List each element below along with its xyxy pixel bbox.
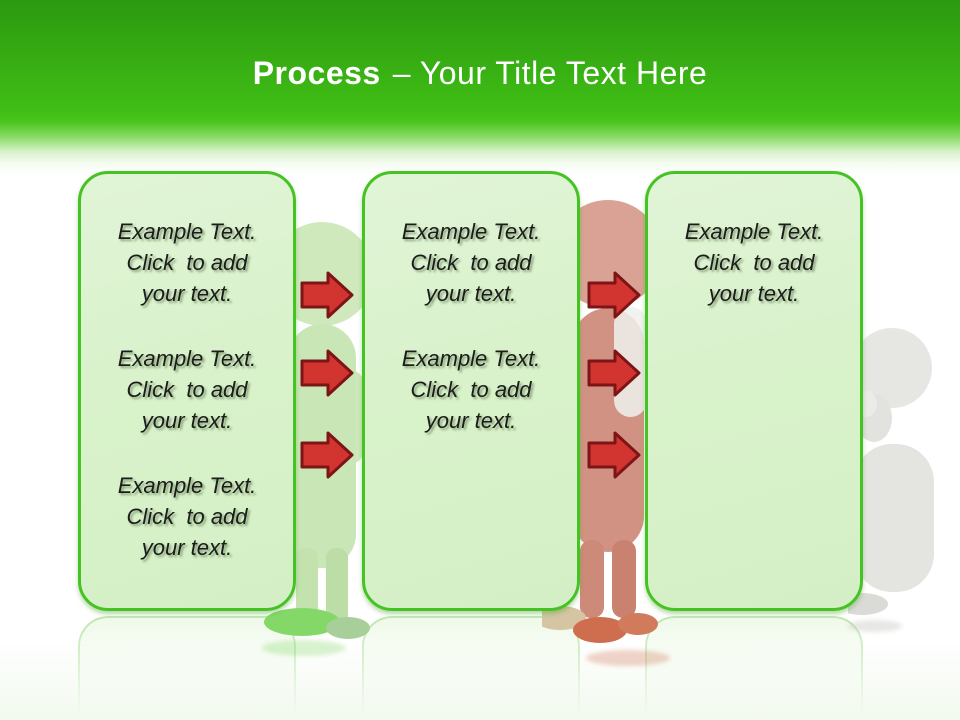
right-arrow-icon [587, 349, 641, 397]
slide-title: Process – Your Title Text Here [0, 54, 960, 92]
process-box-1[interactable]: Example Text. Click to add your text. Ex… [78, 171, 296, 611]
placeholder-text[interactable]: Example Text. Click to add your text. [401, 346, 541, 433]
right-arrow-icon [300, 271, 354, 319]
slide-title-text: – Your Title Text Here [392, 55, 708, 91]
placeholder-text[interactable]: Example Text. Click to add your text. [684, 219, 824, 306]
right-arrow-icon [587, 431, 641, 479]
right-arrow-icon [587, 271, 641, 319]
white-figure [848, 328, 934, 615]
placeholder-text[interactable]: Example Text. Click to add your text. [117, 219, 257, 306]
slide-title-keyword: Process [252, 55, 381, 91]
process-box-3[interactable]: Example Text. Click to add your text. [645, 171, 863, 611]
box-reflection [362, 616, 580, 720]
right-arrow-icon [300, 349, 354, 397]
box-reflection [645, 616, 863, 720]
figure-reflection [848, 620, 902, 632]
process-box-2[interactable]: Example Text. Click to add your text. Ex… [362, 171, 580, 611]
placeholder-text[interactable]: Example Text. Click to add your text. [401, 219, 541, 306]
placeholder-text[interactable]: Example Text. Click to add your text. [117, 473, 257, 560]
figure-reflection [262, 640, 346, 656]
placeholder-text[interactable]: Example Text. Click to add your text. [117, 346, 257, 433]
right-arrow-icon [300, 431, 354, 479]
figure-reflection [586, 650, 670, 666]
box-reflection [78, 616, 296, 720]
